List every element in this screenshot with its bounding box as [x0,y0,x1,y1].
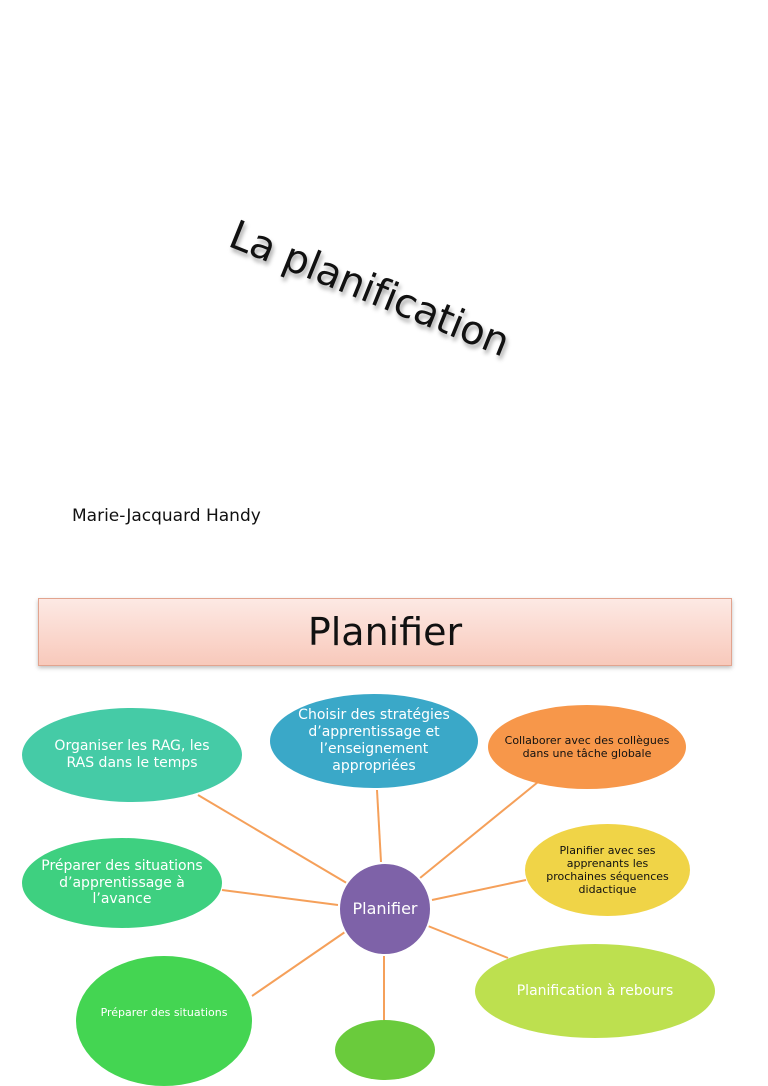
node-preparer-avance: Préparer des situations d’apprentissage … [22,838,222,928]
connector-line [419,781,539,879]
node-label: Organiser les RAG, les RAS dans le temps [54,738,210,771]
node-label: Planifier avec ses apprenants les procha… [546,843,669,897]
node-organiser: Organiser les RAG, les RAS dans le temps [22,708,242,802]
node-label: Collaborer avec des collègues dans une t… [504,733,670,760]
node-preparer-situations: Préparer des situations [76,956,252,1086]
connector-line [376,789,382,863]
node-collaborer: Collaborer avec des collègues dans une t… [488,705,686,789]
title-slide: La planification Marie-Jacquard Handy [72,212,516,526]
connector-line [431,879,527,901]
connector-line [221,889,339,906]
node-partial-bottom [335,1020,435,1080]
connector-line [427,925,509,959]
center-node: Planifier [338,862,432,956]
node-rebours: Planification à rebours [475,944,715,1038]
author-name: Marie-Jacquard Handy [72,506,261,526]
node-choisir: Choisir des stratégies d’apprentissage e… [270,694,478,788]
connector-line [197,794,351,886]
node-label: Préparer des situations [100,1006,228,1019]
heading-banner: Planifier [38,598,732,666]
center-label: Planifier [352,899,418,919]
heading-text: Planifier [307,610,463,654]
node-label: Préparer des situations d’apprentissage … [41,857,203,908]
node-label: Choisir des stratégies d’apprentissage e… [298,707,450,774]
connector-line [251,931,346,997]
connector-lines [197,781,539,1024]
node-label: Planification à rebours [516,982,674,999]
node-planifier-apprenants: Planifier avec ses apprenants les procha… [525,824,690,916]
